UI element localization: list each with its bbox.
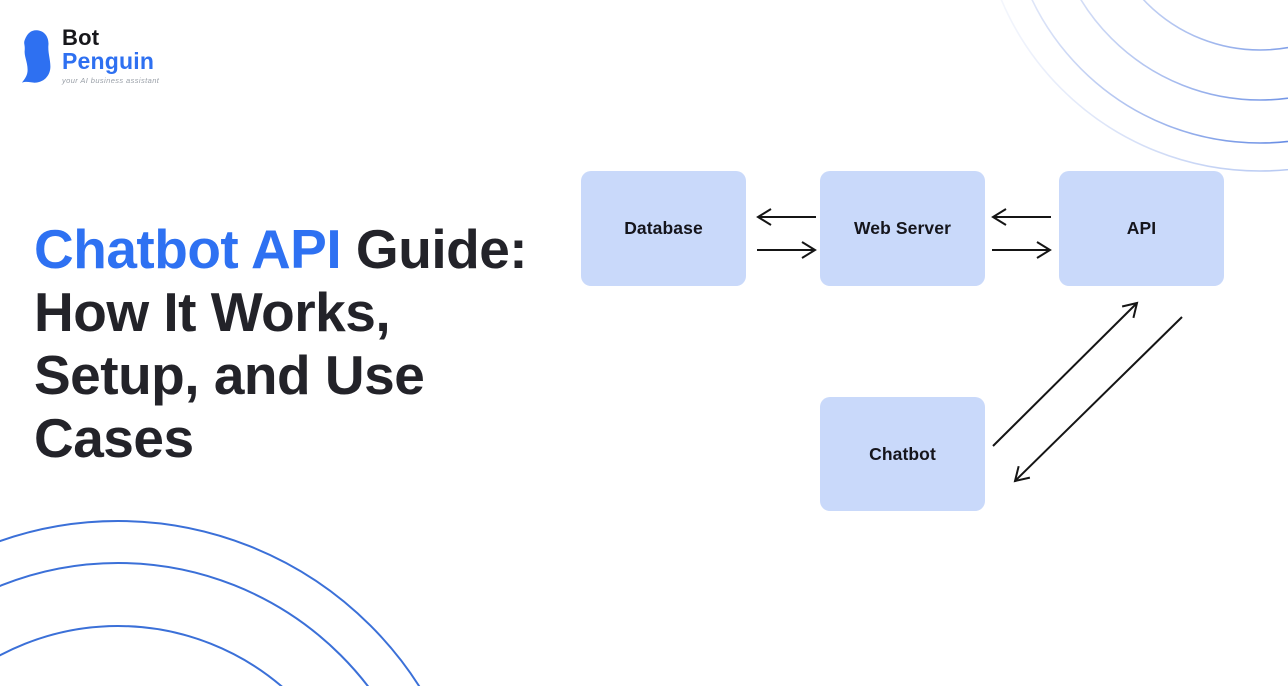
title-line-4: Cases [34,407,194,469]
title-line-1: Chatbot API Guide: [34,218,594,281]
brand-logo: Bot Penguin your AI business assistant [20,27,159,85]
title-line-1-rest: Guide: [341,218,528,280]
node-label: Chatbot [869,443,936,464]
page-title: Chatbot API Guide: How It Works, Setup, … [34,218,594,470]
brand-name-line1: Bot [62,25,100,50]
arrow-chatbot-to-api [992,301,1139,447]
decor-arcs-top-right [1000,0,1288,172]
node-label: API [1126,218,1157,238]
flow-diagram: Database Web Server API Chatbot [581,171,1229,516]
brand-name-line2: Penguin [62,48,155,74]
brand-tagline: your AI business assistant [62,76,160,85]
title-line-2: How It Works, [34,281,391,343]
diagram-node-chatbot: Chatbot [820,397,985,511]
title-line-3: Setup, and Use [34,344,425,406]
brand-text: Bot Penguin your AI business assistant [62,25,160,86]
diagram-node-web-server: Web Server [820,171,985,286]
decor-arcs-bottom-left [0,520,421,686]
title-highlight: Chatbot API [34,218,342,280]
node-label: Database [624,218,703,238]
node-label: Web Server [854,218,951,238]
diagram-node-database: Database [581,171,746,286]
penguin-icon [21,30,51,83]
arrow-api-to-chatbot [1013,316,1183,483]
diagram-node-api: API [1059,171,1224,286]
